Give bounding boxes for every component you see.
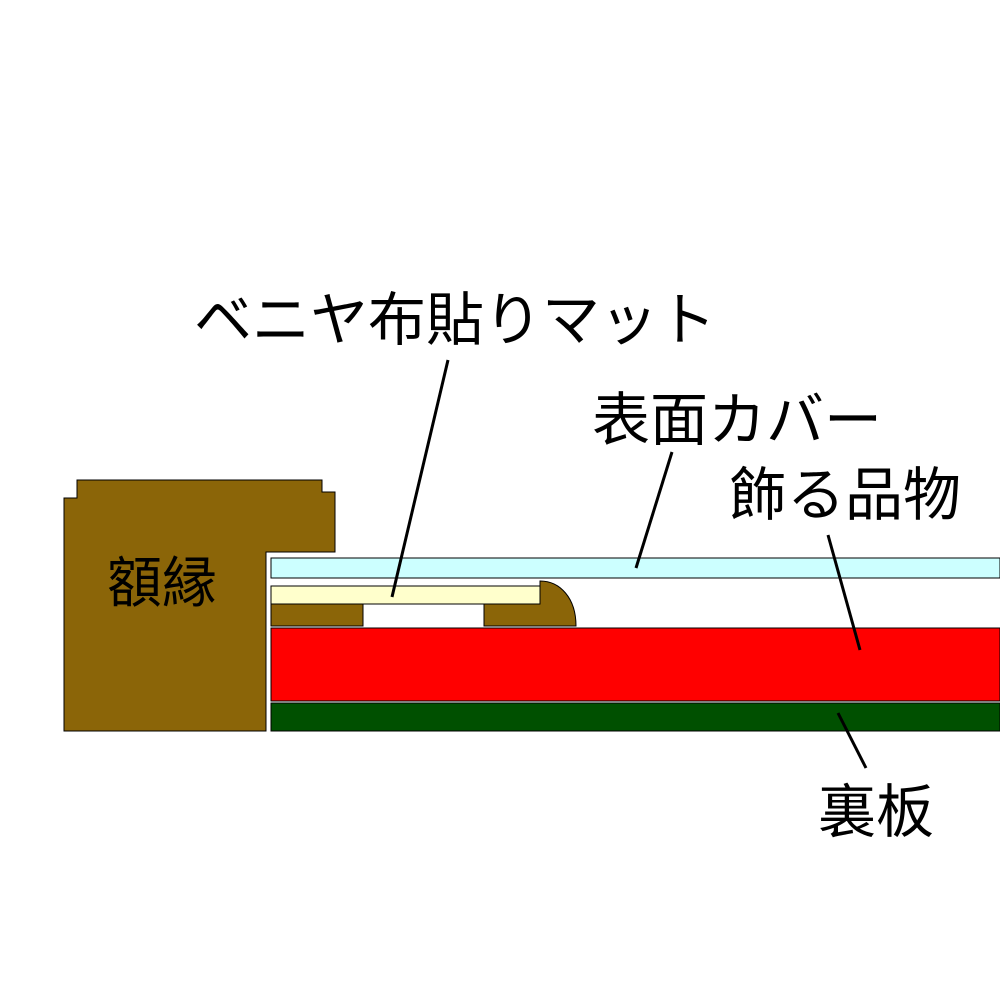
cover-label: 表面カバー	[592, 386, 882, 454]
artwork-layer	[270, 627, 1000, 702]
backboard-layer	[270, 702, 1000, 732]
cover-leader-line	[634, 451, 674, 569]
mat-board-left	[270, 603, 364, 627]
mat-label: ベニヤ布貼りマット	[194, 286, 716, 354]
frame-moulding	[63, 479, 336, 732]
frame-label: 額縁	[107, 551, 217, 615]
backboard-leader-line	[836, 712, 868, 769]
artwork-leader-line	[826, 534, 862, 651]
artwork-label: 飾る品物	[729, 461, 961, 529]
mat-cloth-layer	[270, 585, 541, 605]
mat-leader-line	[390, 359, 450, 598]
backboard-label: 裏板	[818, 778, 934, 846]
surface-cover	[270, 557, 1000, 579]
